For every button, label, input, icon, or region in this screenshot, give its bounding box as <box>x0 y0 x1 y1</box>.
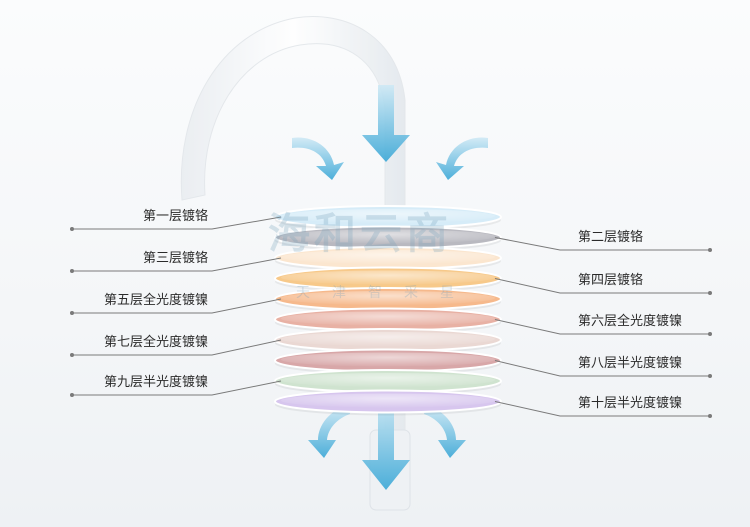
layer-label-4: 第四层镀铬 <box>578 273 644 288</box>
plating-layer-disk <box>274 287 502 313</box>
down-arrow-icon <box>362 85 410 162</box>
leader-dot <box>708 374 712 378</box>
plating-layer-disk <box>274 328 502 354</box>
leader-dot <box>708 291 712 295</box>
leader-line <box>494 237 710 251</box>
plating-layer-disk <box>274 389 502 416</box>
layer-label-10: 第十层半光度镀镍 <box>578 396 683 411</box>
layer-label-3: 第三层镀铬 <box>142 251 208 266</box>
leader-dot <box>70 311 74 315</box>
layer-label-8: 第八层半光度镀镍 <box>578 356 683 371</box>
plating-layer-disk <box>274 348 502 375</box>
water-flow-arrows <box>292 85 488 490</box>
watermark-text: 海和云商 <box>268 209 453 258</box>
curved-arrow-icon <box>292 137 344 180</box>
leader-dot <box>708 248 712 252</box>
leader-line <box>72 216 282 230</box>
plating-layer-disk <box>274 225 502 252</box>
leader-line <box>494 401 710 417</box>
plating-layer-disk <box>274 246 502 272</box>
label-leader-lines <box>70 216 712 418</box>
layer-label-9: 第九层半光度镀镍 <box>103 375 208 390</box>
leader-dot <box>70 393 74 397</box>
layer-label-5: 第五层全光度镀镍 <box>103 293 208 308</box>
leader-line <box>72 298 282 314</box>
layer-label-2: 第二层镀铬 <box>578 230 644 245</box>
down-arrow-icon <box>362 395 410 490</box>
plating-layer-disk <box>274 307 502 334</box>
plating-layer-disk <box>274 205 502 231</box>
leader-dot <box>70 353 74 357</box>
leader-dot <box>708 332 712 336</box>
leader-line <box>494 278 710 294</box>
leader-dot <box>70 227 74 231</box>
leader-dot <box>70 269 74 273</box>
leader-line <box>72 257 282 272</box>
layer-label-7: 第七层全光度镀镍 <box>103 335 208 350</box>
layer-label-6: 第六层全光度镀镍 <box>578 314 683 329</box>
leader-line <box>494 319 710 335</box>
plating-layer-disk <box>274 266 502 293</box>
plating-layer-stack <box>274 205 502 416</box>
layer-label-1: 第一层镀铬 <box>142 209 208 224</box>
curved-arrow-icon <box>308 405 350 458</box>
leader-line <box>72 339 282 356</box>
curved-arrow-icon <box>424 405 466 458</box>
plating-layer-disk <box>274 369 502 395</box>
watermark-subtext: 天津智采星 <box>296 285 476 301</box>
curved-arrow-icon <box>436 137 488 180</box>
leader-dot <box>708 414 712 418</box>
leader-line <box>72 380 282 396</box>
leader-line <box>494 360 710 377</box>
